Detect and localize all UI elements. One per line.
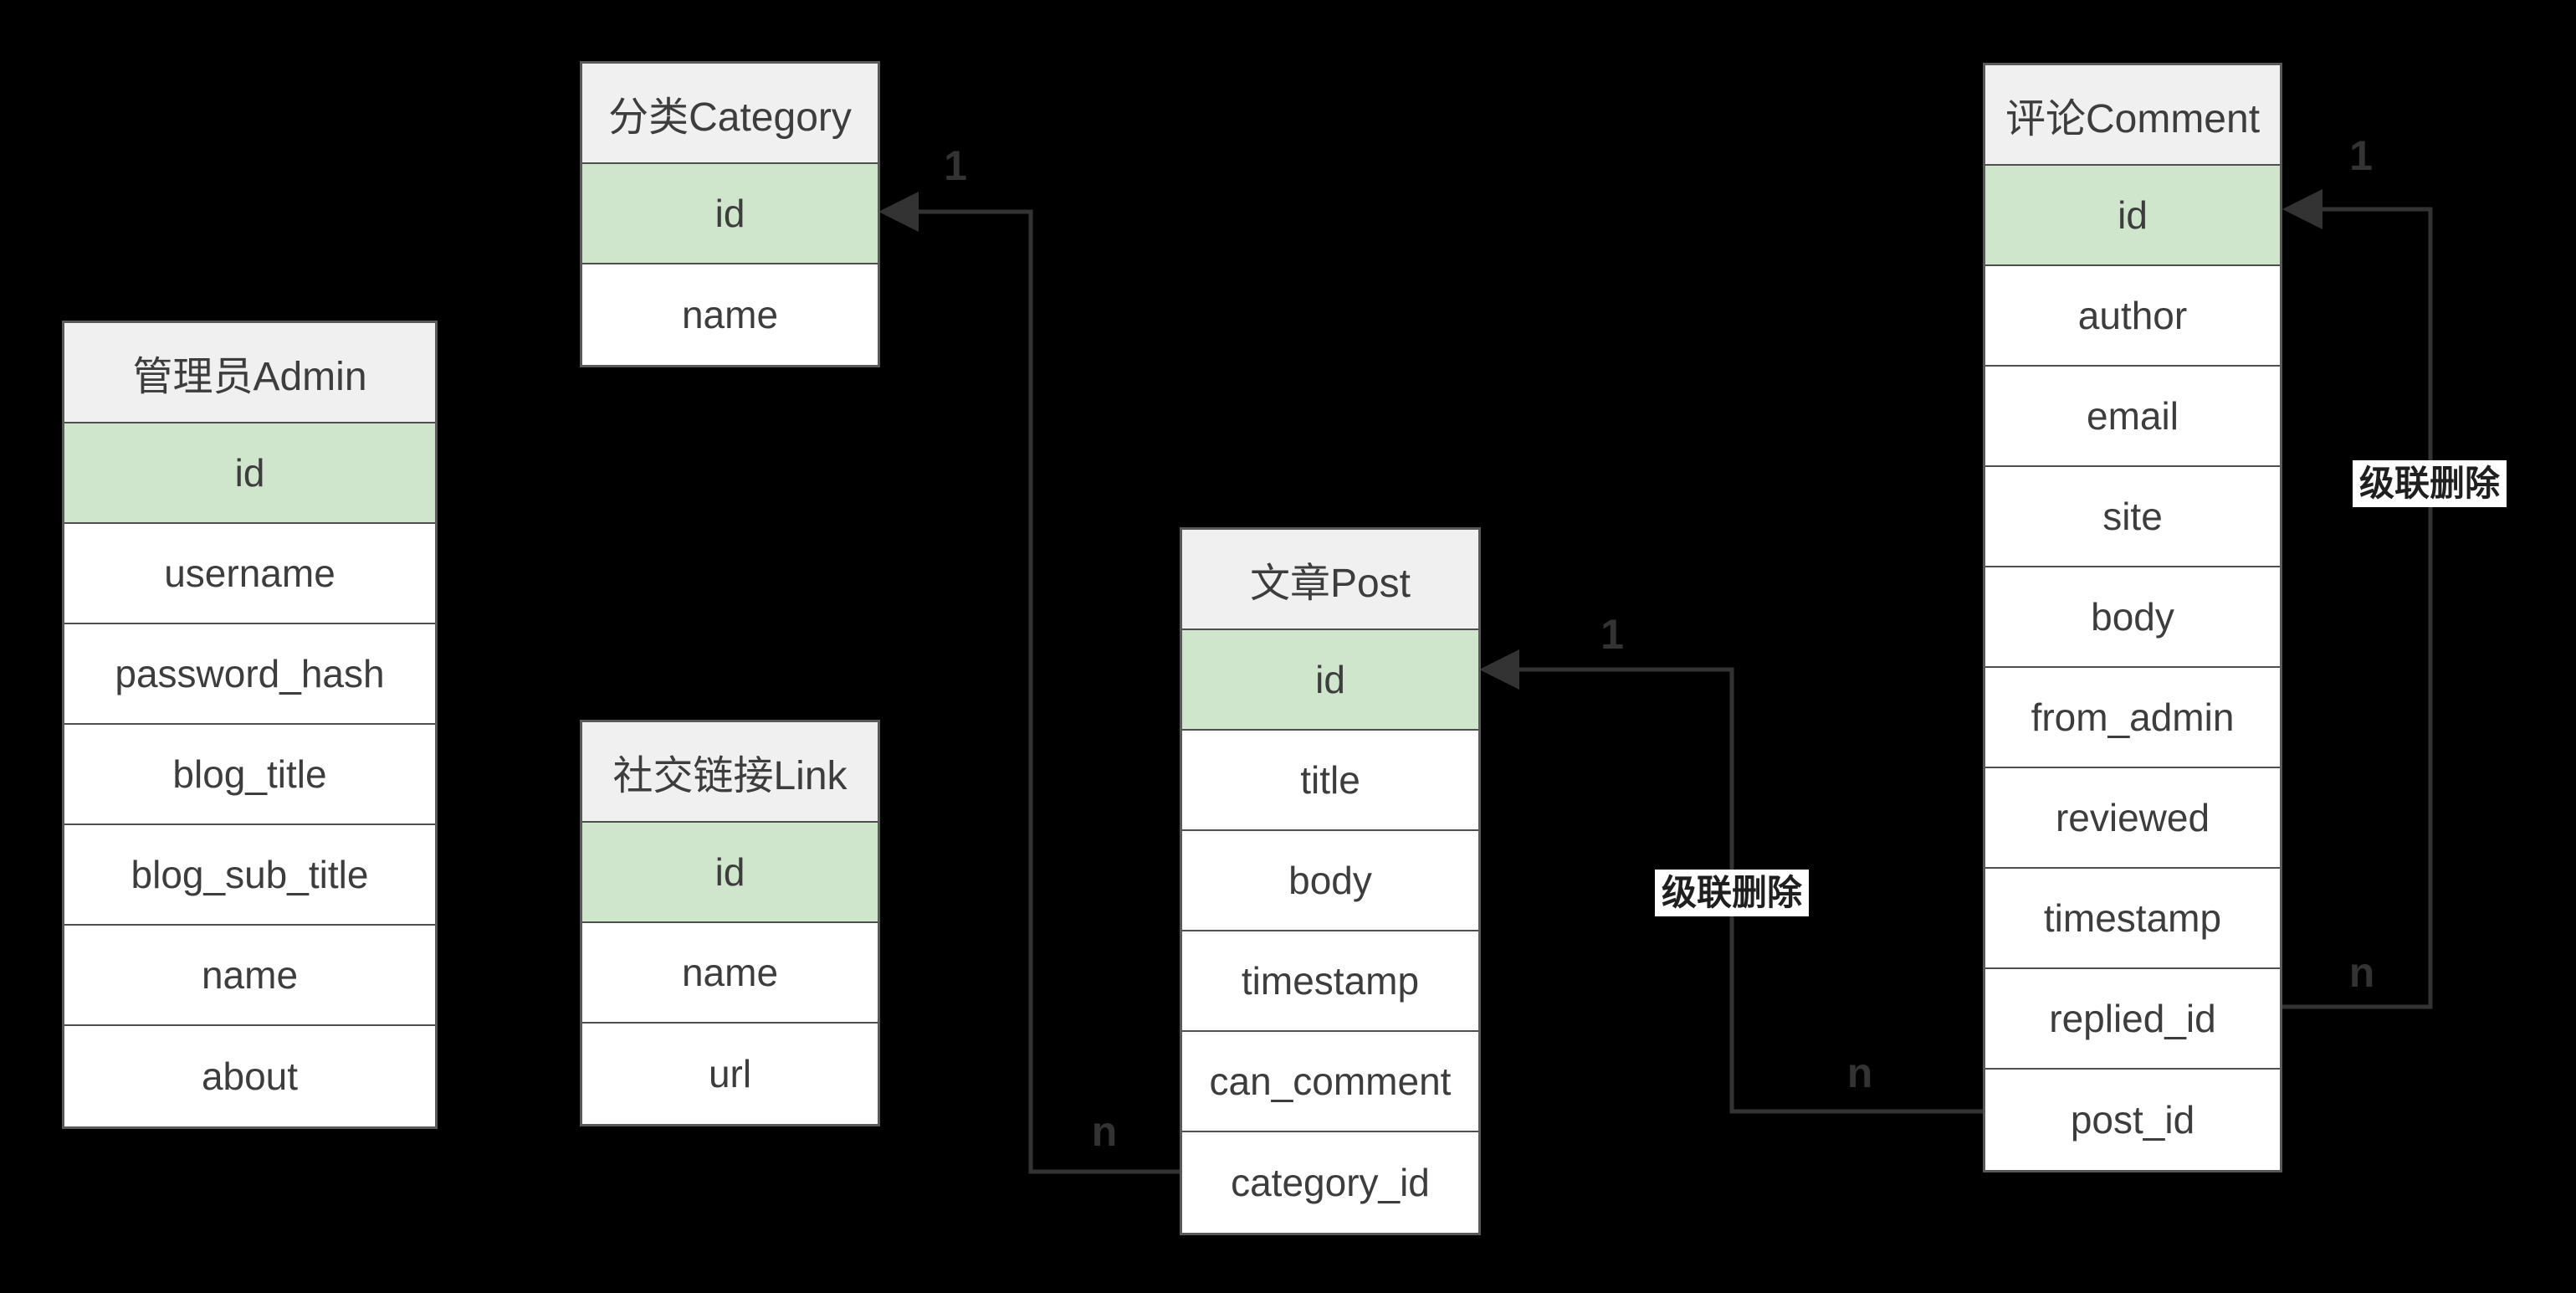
table-comment-field-body: body (1985, 567, 2280, 668)
table-link-field-url: url (582, 1024, 878, 1124)
table-admin-field-id: id (64, 423, 435, 524)
table-comment-field-id: id (1985, 166, 2280, 266)
table-link: 社交链接Link id name url (580, 720, 880, 1126)
table-admin-field-name: name (64, 926, 435, 1026)
table-link-field-name: name (582, 923, 878, 1024)
table-post-field-can-comment: can_comment (1182, 1032, 1478, 1132)
table-category-title: 分类Category (582, 64, 878, 164)
table-link-field-id: id (582, 823, 878, 923)
table-post-field-title: title (1182, 731, 1478, 831)
table-link-title: 社交链接Link (582, 722, 878, 823)
table-comment-field-replied-id: replied_id (1985, 969, 2280, 1070)
relation-category-post-one-label: 1 (944, 142, 967, 189)
arrow-head-post-id (1479, 649, 1519, 690)
table-comment-field-email: email (1985, 367, 2280, 467)
relation-category-post-many-label: n (1091, 1108, 1118, 1155)
table-comment-field-author: author (1985, 266, 2280, 367)
relation-post-comment-one-label: 1 (1600, 611, 1624, 658)
table-admin-field-username: username (64, 524, 435, 624)
table-post-field-category-id: category_id (1182, 1132, 1478, 1233)
table-admin-field-password-hash: password_hash (64, 624, 435, 725)
table-comment-field-reviewed: reviewed (1985, 768, 2280, 869)
table-comment: 评论Comment id author email site body from… (1983, 63, 2282, 1172)
relation-comment-self-one-label: 1 (2349, 132, 2373, 179)
table-comment-field-timestamp: timestamp (1985, 869, 2280, 969)
table-comment-title: 评论Comment (1985, 65, 2280, 166)
table-admin-field-about: about (64, 1026, 435, 1126)
relation-comment-self (2282, 189, 2433, 1009)
relation-post-comment-cascade-note: 级联删除 (1654, 870, 1810, 916)
relation-comment-self-cascade-note: 级联删除 (2352, 460, 2507, 507)
table-admin: 管理员Admin id username password_hash blog_… (62, 321, 438, 1129)
table-category-field-name: name (582, 264, 878, 365)
relation-comment-self-many-label: n (2348, 949, 2375, 996)
table-post-field-body: body (1182, 831, 1478, 931)
table-comment-field-from-admin: from_admin (1985, 668, 2280, 768)
table-comment-field-post-id: post_id (1985, 1070, 2280, 1170)
table-post-title: 文章Post (1182, 530, 1478, 630)
relation-comment-self-line (2282, 207, 2433, 1009)
relation-post-comment-many-label: n (1846, 1049, 1873, 1096)
relation-category-post (878, 192, 1180, 1174)
relation-category-post-line (919, 209, 1180, 1174)
table-admin-title: 管理员Admin (64, 323, 435, 423)
table-comment-field-site: site (1985, 467, 2280, 567)
table-admin-field-blog-title: blog_title (64, 725, 435, 825)
table-post-field-timestamp: timestamp (1182, 931, 1478, 1032)
table-post: 文章Post id title body timestamp can_comme… (1180, 527, 1481, 1235)
table-admin-field-blog-sub-title: blog_sub_title (64, 825, 435, 926)
arrow-head-comment-id (2282, 189, 2322, 229)
table-category: 分类Category id name (580, 61, 880, 367)
table-post-field-id: id (1182, 630, 1478, 731)
arrow-head-category-id (878, 192, 919, 232)
table-category-field-id: id (582, 164, 878, 264)
